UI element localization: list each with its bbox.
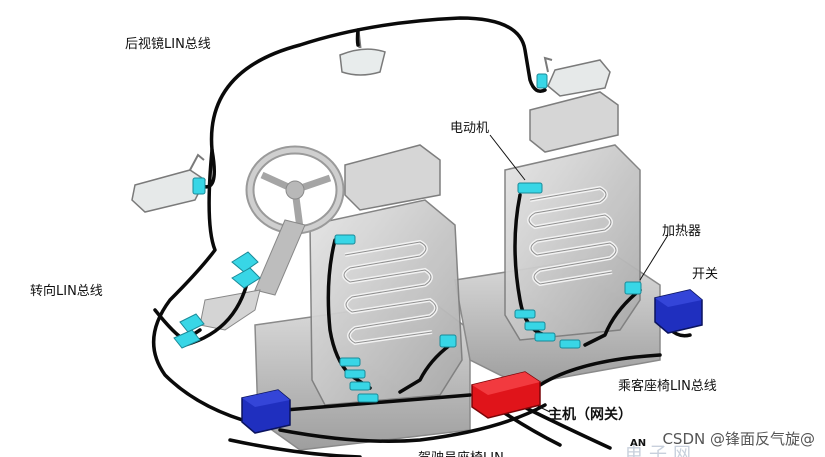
passenger-seat-connector-3 — [534, 332, 556, 342]
driver-heater-connector — [439, 334, 457, 348]
passenger-seat-connector-2 — [524, 321, 546, 331]
label-motor: 电动机 — [450, 121, 490, 136]
left-side-mirror — [131, 153, 206, 213]
driver-seat-connector-4 — [357, 393, 379, 403]
passenger-seat-connector-1 — [514, 309, 536, 319]
label-heater: 加热器 — [662, 224, 702, 239]
label-an: AN — [630, 438, 647, 449]
driver-headrest — [344, 144, 441, 211]
faint-watermark: 电子网 — [625, 444, 697, 457]
passenger-motor-connector — [517, 182, 543, 194]
label-mirror-lin-bus: 后视镜LIN总线 — [125, 37, 211, 52]
passenger-heater-connector — [624, 281, 642, 295]
label-steering-lin-bus: 转向LIN总线 — [30, 284, 103, 299]
right-side-mirror — [543, 56, 611, 97]
right-mirror-connector — [536, 73, 548, 89]
passenger-switch-module — [654, 289, 703, 334]
label-driver-seat-lin: 驾驶员座椅LIN — [418, 447, 504, 457]
steering-connector-3 — [179, 313, 205, 333]
host-gateway-module — [471, 371, 541, 419]
label-passenger-seat-lin-bus: 乘客座椅LIN总线 — [618, 379, 717, 394]
driver-seat-connector-3 — [349, 381, 371, 391]
steering-connector-4 — [173, 329, 201, 349]
label-switch: 开关 — [692, 267, 719, 282]
label-host-gateway: 主机（网关） — [548, 407, 632, 423]
driver-motor-connector — [334, 234, 356, 245]
passenger-headrest — [529, 91, 619, 153]
csdn-watermark: CSDN @锋面反气旋@ — [662, 430, 815, 448]
driver-switch-module — [241, 389, 291, 434]
rear-view-mirror — [339, 29, 386, 76]
steering-connector-2 — [231, 267, 261, 289]
driver-seat-connector-2 — [344, 369, 366, 379]
driver-seat-connector-1 — [339, 357, 361, 367]
left-mirror-connector — [192, 177, 206, 195]
lin-connectors — [173, 73, 642, 403]
passenger-seat-connector-4 — [559, 339, 581, 349]
steering-connector-1 — [231, 251, 259, 273]
steering-wheel — [245, 145, 345, 296]
pedal-assembly — [199, 289, 261, 331]
driver-seat-back — [309, 199, 463, 406]
